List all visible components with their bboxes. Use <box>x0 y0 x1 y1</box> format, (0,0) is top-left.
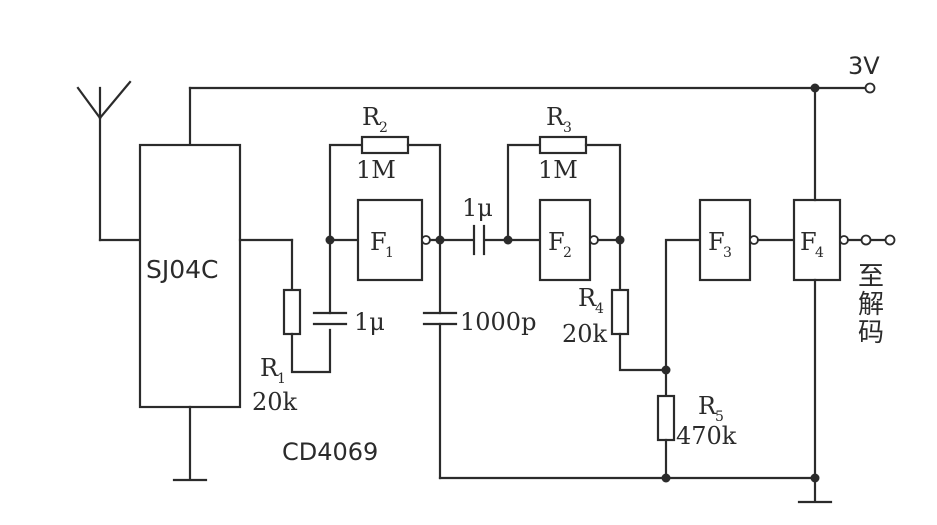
r2-letter: R <box>362 103 381 131</box>
r3-value: 1M <box>538 156 578 184</box>
c1-value: 1μ <box>354 308 385 336</box>
inverter-gate-f1 <box>356 198 424 282</box>
output-terminal <box>860 234 872 246</box>
r3-sub: 3 <box>563 120 572 136</box>
junction-dot <box>810 473 820 483</box>
r5-letter: R <box>698 392 717 420</box>
supply-rail <box>188 82 876 147</box>
capacitor-c1 <box>312 311 348 326</box>
inverter-gate-f4 <box>792 198 842 282</box>
resistor-r5 <box>656 394 676 442</box>
f4-letter: F <box>800 228 817 256</box>
resistor-r1 <box>282 288 302 336</box>
r5-value: 470k <box>676 422 737 450</box>
sj04c-ic-label: SJ04C <box>146 255 219 284</box>
output-label-3: 码 <box>858 318 884 348</box>
r1-value: 20k <box>252 388 298 416</box>
resistor-r2 <box>360 135 410 155</box>
gate-chip-label: CD4069 <box>282 438 378 466</box>
c2-value: 1μ <box>462 194 493 222</box>
f3-letter: F <box>708 228 725 256</box>
antenna-icon <box>76 80 142 242</box>
ic-ground-icon <box>172 405 208 482</box>
r5-sub: 5 <box>715 409 724 425</box>
output-label-2: 解 <box>858 290 884 320</box>
f1-sub: 1 <box>385 245 394 261</box>
output-label-1: 至 <box>858 262 884 292</box>
f3-sub: 3 <box>723 245 732 261</box>
f4-sub: 4 <box>815 245 824 261</box>
r4-value: 20k <box>562 320 608 348</box>
r2-sub: 2 <box>379 120 388 136</box>
resistor-r4 <box>610 288 630 336</box>
r1-letter: R <box>260 354 279 382</box>
c3-value: 1000p <box>460 308 536 336</box>
junction-dot <box>661 473 671 483</box>
capacitor-c2 <box>472 224 486 256</box>
r4-letter: R <box>578 284 597 312</box>
r2-value: 1M <box>356 156 396 184</box>
resistor-r3 <box>538 135 588 155</box>
f2-sub: 2 <box>563 245 572 261</box>
r4-sub: 4 <box>595 301 604 317</box>
r3-letter: R <box>546 103 565 131</box>
f2-letter: F <box>548 228 565 256</box>
r1-sub: 1 <box>277 371 286 387</box>
supply-voltage-label: 3V <box>848 52 880 80</box>
capacitor-c3 <box>422 311 458 326</box>
sj04c-ic <box>138 143 242 409</box>
f1-letter: F <box>370 228 387 256</box>
